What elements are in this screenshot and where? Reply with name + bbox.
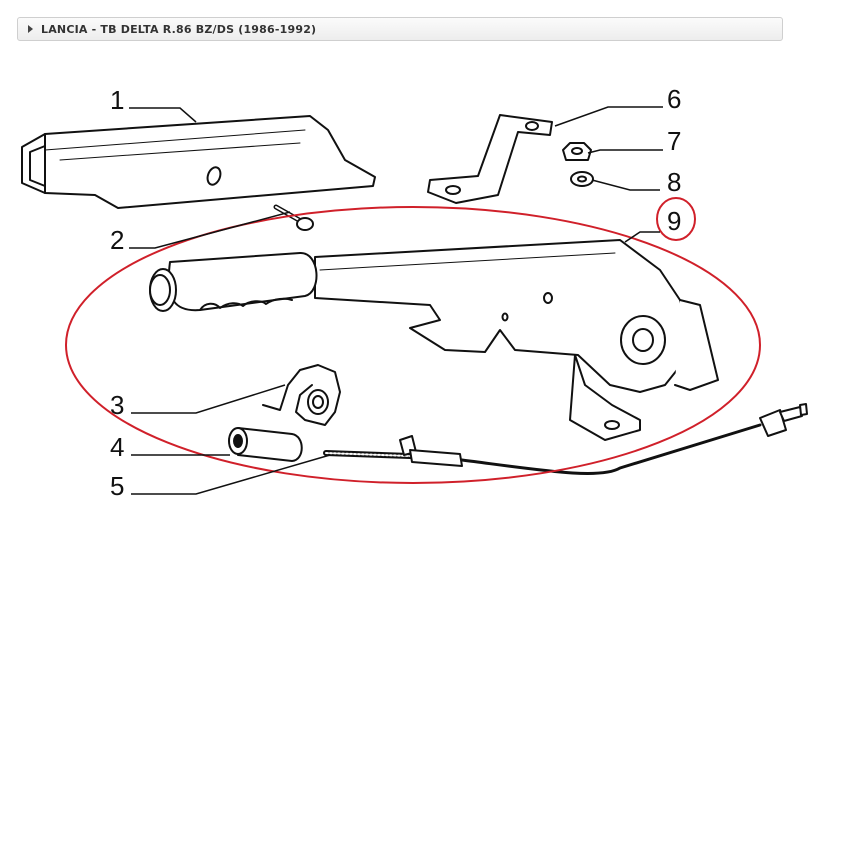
- callout-9[interactable]: 9: [667, 206, 681, 236]
- callout-8: 8: [667, 167, 681, 197]
- breadcrumb-text[interactable]: LANCIA - TB DELTA R.86 BZ/DS (1986-1992): [41, 22, 317, 36]
- highlight-circle: [656, 197, 696, 241]
- part-nut: [562, 142, 592, 161]
- part-sleeve: [228, 427, 303, 462]
- callout-5: 5: [110, 471, 124, 501]
- part-screw: [273, 204, 314, 231]
- part-handbrake-lever: [149, 239, 719, 441]
- breadcrumb-arrow-icon: [28, 25, 33, 33]
- callout-1: 1: [110, 85, 124, 115]
- part-washer: [570, 171, 594, 187]
- highlight-marks: [65, 197, 761, 484]
- callout-3: 3: [110, 390, 124, 420]
- part-cable: [323, 403, 808, 475]
- callout-6: 6: [667, 84, 681, 114]
- breadcrumb[interactable]: LANCIA - TB DELTA R.86 BZ/DS (1986-1992): [17, 17, 783, 41]
- part-cover: [21, 115, 376, 209]
- callout-2: 2: [110, 225, 124, 255]
- part-bracket: [427, 114, 553, 204]
- callout-7: 7: [667, 126, 681, 156]
- leader-lines: [129, 106, 663, 495]
- part-clip: [262, 364, 341, 426]
- callout-4: 4: [110, 432, 124, 462]
- highlight-ellipse: [65, 206, 761, 484]
